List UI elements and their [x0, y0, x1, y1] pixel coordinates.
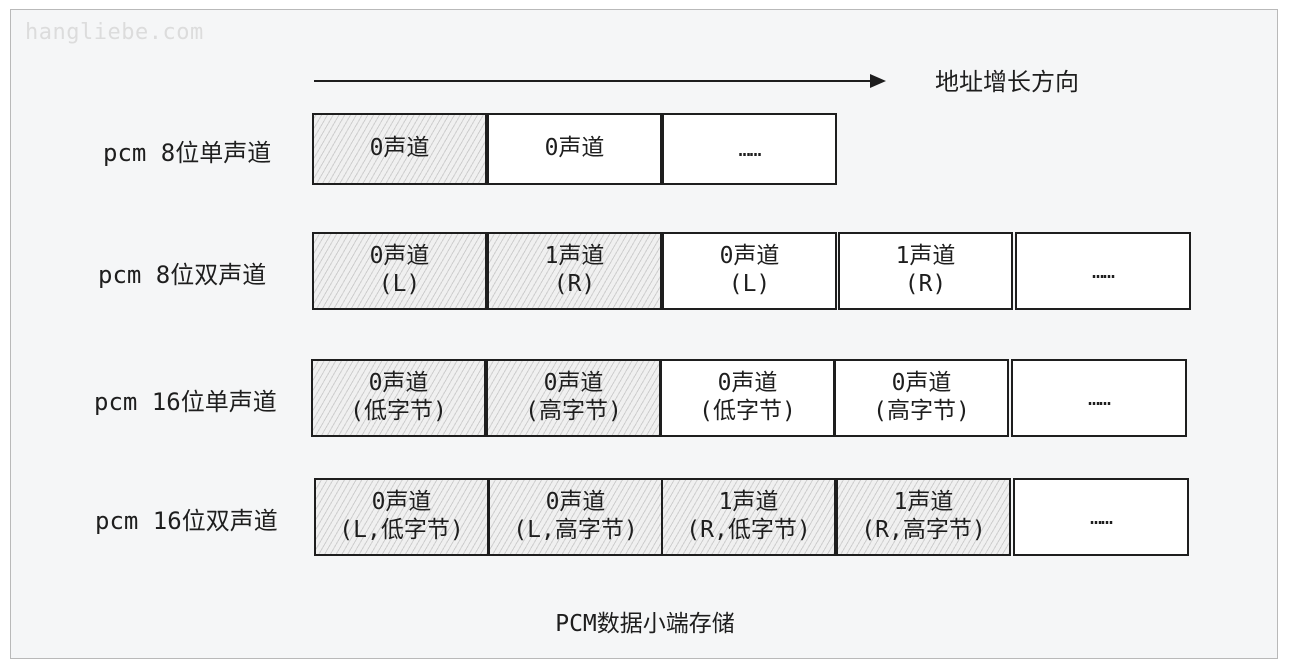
- byte-detail-label: (L,高字节): [513, 517, 638, 543]
- row-label: pcm 8位单声道: [103, 139, 272, 167]
- diagram-frame: [10, 9, 1278, 659]
- channel-label: 0声道: [719, 243, 780, 270]
- channel-label: 1声道: [893, 489, 954, 516]
- channel-label: 0声道: [371, 489, 432, 516]
- memory-byte-cell: 0声道(高字节): [486, 359, 661, 437]
- ellipsis-cell: ……: [1013, 478, 1189, 556]
- channel-label: 0声道: [545, 489, 606, 516]
- memory-byte-cell: 1声道(R,低字节): [661, 478, 836, 556]
- diagram-caption: PCM数据小端存储: [555, 611, 735, 637]
- ellipsis-cell: ……: [1011, 359, 1187, 437]
- channel-label: 0声道: [368, 370, 429, 397]
- ellipsis-cell: ……: [1015, 232, 1191, 310]
- row-label: pcm 8位双声道: [98, 261, 267, 289]
- channel-label: 0声道: [544, 135, 605, 162]
- memory-byte-cell: 0声道(L): [662, 232, 837, 310]
- byte-detail-label: (L,低字节): [339, 517, 464, 543]
- memory-byte-cell: 0声道(低字节): [660, 359, 835, 437]
- channel-label: 0声道: [369, 243, 430, 270]
- channel-label: 1声道: [718, 489, 779, 516]
- byte-detail-label: (高字节): [873, 398, 970, 424]
- memory-byte-cell: 1声道(R): [487, 232, 662, 310]
- byte-detail-label: (L): [728, 271, 771, 297]
- memory-byte-cell: 0声道(L,高字节): [488, 478, 663, 556]
- byte-detail-label: (R,高字节): [861, 517, 986, 543]
- ellipsis-text: ……: [1087, 386, 1111, 410]
- channel-label: 0声道: [891, 370, 952, 397]
- memory-byte-cell: 0声道(高字节): [834, 359, 1009, 437]
- memory-byte-cell: 0声道(L,低字节): [314, 478, 489, 556]
- watermark: hangliebe.com: [25, 20, 204, 45]
- memory-byte-cell: 1声道(R): [838, 232, 1013, 310]
- channel-label: 1声道: [895, 243, 956, 270]
- byte-detail-label: (低字节): [350, 398, 447, 424]
- byte-detail-label: (R): [553, 271, 596, 297]
- ellipsis-text: ……: [1089, 505, 1113, 529]
- memory-byte-cell: 1声道(R,高字节): [836, 478, 1011, 556]
- direction-label: 地址增长方向: [935, 68, 1079, 96]
- channel-label: 0声道: [369, 135, 430, 162]
- ellipsis-text: ……: [738, 137, 761, 161]
- byte-detail-label: (R,低字节): [686, 517, 811, 543]
- memory-byte-cell: 0声道(低字节): [311, 359, 486, 437]
- ellipsis-cell: ……: [662, 113, 837, 185]
- memory-byte-cell: 0声道: [312, 113, 487, 185]
- channel-label: 1声道: [544, 243, 605, 270]
- channel-label: 0声道: [717, 370, 778, 397]
- byte-detail-label: (高字节): [525, 398, 622, 424]
- address-direction-arrow: [314, 74, 886, 88]
- byte-detail-label: (R): [904, 271, 947, 297]
- row-label: pcm 16位双声道: [95, 507, 278, 535]
- row-label: pcm 16位单声道: [94, 388, 277, 416]
- byte-detail-label: (L): [378, 271, 421, 297]
- channel-label: 0声道: [543, 370, 604, 397]
- memory-byte-cell: 0声道(L): [312, 232, 487, 310]
- memory-byte-cell: 0声道: [487, 113, 662, 185]
- byte-detail-label: (低字节): [699, 398, 796, 424]
- ellipsis-text: ……: [1091, 259, 1115, 283]
